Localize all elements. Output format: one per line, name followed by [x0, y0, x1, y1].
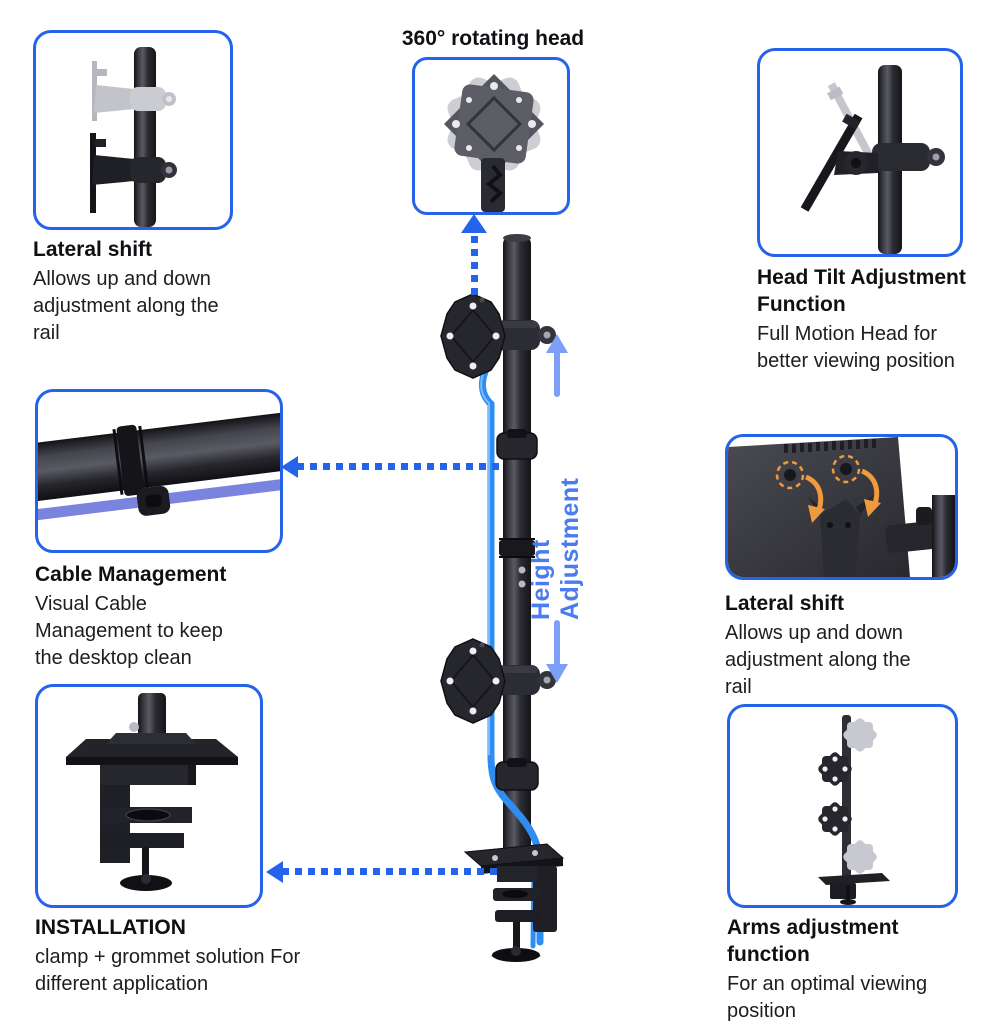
connector-dotted-vertical	[471, 236, 478, 298]
callout-title: Lateral shift	[33, 238, 153, 261]
card-head-tilt	[757, 48, 963, 257]
callout-body: For an optimal viewing position	[727, 973, 928, 1022]
card-lateral-shift-left	[33, 30, 233, 230]
main-product-illustration	[440, 234, 565, 962]
black-bracket	[90, 133, 177, 213]
rotating-head-illustration	[444, 74, 544, 212]
height-adjustment-label: Height Adjustment	[527, 477, 584, 621]
connector-arrow-up-icon	[461, 214, 487, 233]
callout-title: Lateral shift	[725, 592, 845, 615]
screw-left	[775, 460, 805, 490]
height-arrow-up-icon	[546, 334, 568, 353]
screw-right	[831, 454, 861, 484]
connector-arrow-left-install-icon	[266, 861, 283, 883]
installation-illustration	[66, 693, 238, 891]
mount-2	[816, 800, 854, 838]
cable-clip-upper	[496, 429, 538, 460]
ghost-bracket	[92, 61, 176, 121]
connector-dotted-cable	[297, 463, 500, 470]
cable-management-illustration	[38, 411, 280, 524]
vesa-mount-lower	[440, 638, 557, 724]
head-arm	[481, 158, 505, 212]
product-infographic: Height Adjustment	[33, 27, 973, 1022]
callout-body: Full Motion Head for better viewing posi…	[757, 323, 955, 372]
card-lateral-shift-right	[725, 434, 958, 580]
callout-title: Head Tilt Adjustment Function	[757, 266, 966, 316]
lateral-shift-right-illustration	[728, 437, 955, 577]
rail-closeup	[38, 411, 280, 524]
vesa-mount-upper	[440, 293, 557, 379]
mount-1	[816, 750, 854, 788]
callout-installation: INSTALLATION clamp + grommet solution Fo…	[35, 914, 345, 998]
callout-body: Allows up and down adjustment along the …	[725, 622, 911, 698]
card-installation	[35, 684, 263, 908]
c-clamp	[100, 765, 196, 891]
callout-lateral-shift-left: Lateral shift Allows up and down adjustm…	[33, 236, 245, 347]
callout-body: Allows up and down adjustment along the …	[33, 268, 219, 344]
vesa-plate	[444, 74, 544, 174]
head-tilt-illustration	[800, 65, 945, 254]
callout-title: INSTALLATION	[35, 916, 186, 939]
arms-adjustment-illustration	[816, 715, 890, 905]
callout-title: Arms adjustment function	[727, 916, 899, 966]
orange-arrows	[804, 468, 881, 523]
callout-title: Cable Management	[35, 563, 227, 586]
card-rotating-head	[412, 57, 570, 215]
mount-arm	[885, 495, 955, 577]
height-arrow-down-stem	[554, 620, 560, 666]
desk-clamp	[463, 843, 565, 962]
connector-dotted-install	[282, 868, 497, 875]
connector-arrow-left-cable-icon	[281, 456, 298, 478]
mini-clamp	[818, 873, 890, 905]
height-arrow-up-stem	[554, 351, 560, 397]
card-cable-management	[35, 389, 283, 553]
height-arrow-down-icon	[546, 664, 568, 683]
lateral-shift-left-illustration	[90, 47, 177, 227]
callout-arms-adjustment: Arms adjustment function For an optimal …	[727, 914, 972, 1025]
cable-clip-lower	[495, 758, 539, 791]
callout-lateral-shift-right: Lateral shift Allows up and down adjustm…	[725, 590, 940, 701]
tilted-plate	[800, 113, 878, 212]
callout-body: Visual Cable Management to keep the desk…	[35, 593, 223, 669]
card-arms-adjustment	[727, 704, 958, 908]
callout-body: clamp + grommet solution For different a…	[35, 946, 301, 995]
callout-head-tilt: Head Tilt Adjustment Function Full Motio…	[757, 264, 973, 375]
callout-cable-management: Cable Management Visual Cable Management…	[35, 561, 240, 672]
callout-rotating-head-label: 360° rotating head	[401, 27, 585, 50]
pole	[499, 234, 535, 856]
